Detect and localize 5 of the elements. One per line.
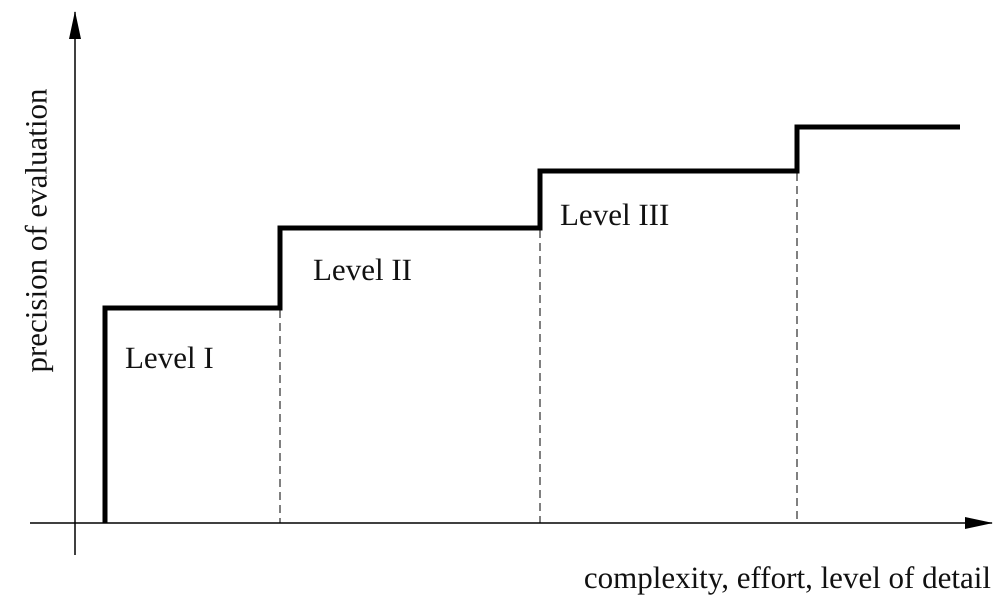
level-label: Level III [560,199,670,230]
axis-title: precision of evaluation [20,88,52,372]
level-label: Level II [313,254,412,285]
axis-title: complexity, effort, level of detail [584,562,991,593]
level-label: Level I [125,342,214,373]
